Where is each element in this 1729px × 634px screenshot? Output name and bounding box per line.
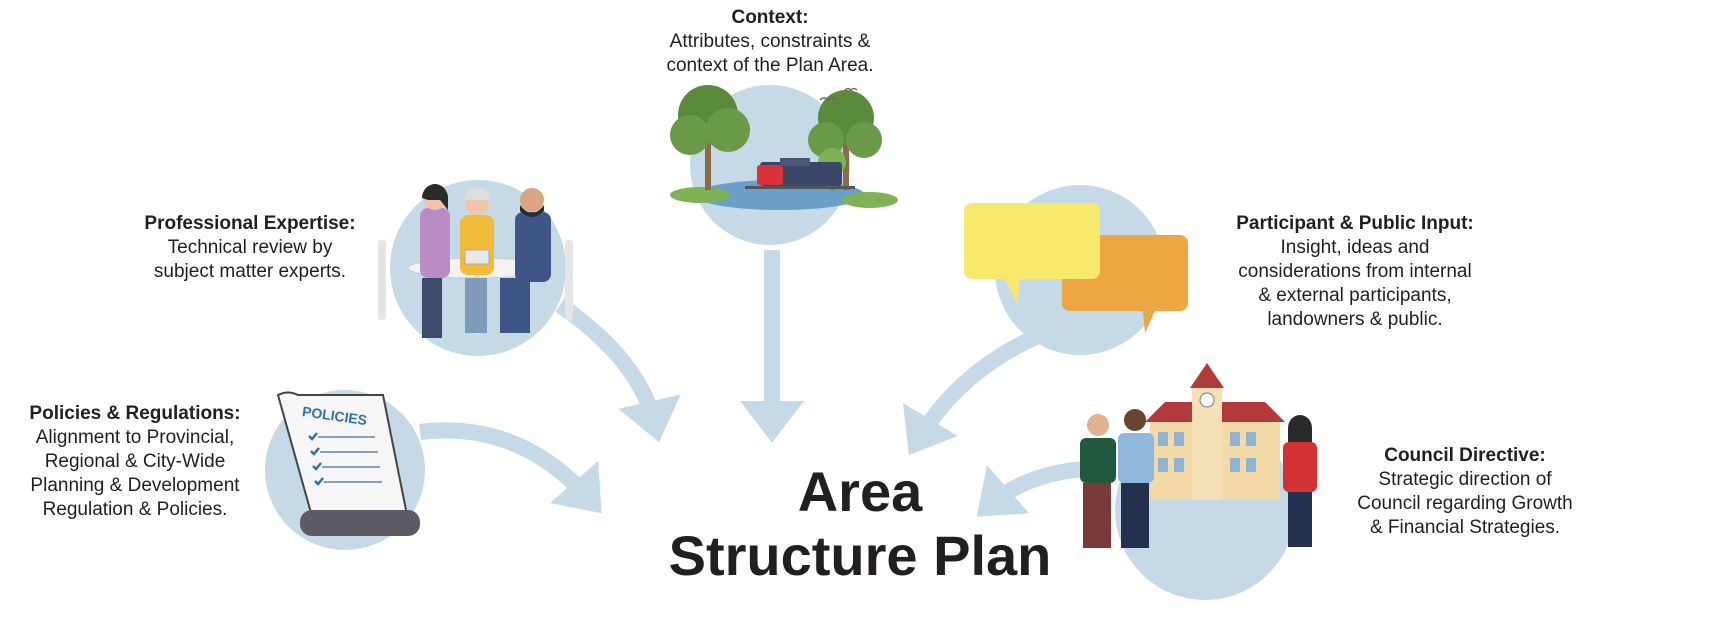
participant-line: & external participants, [1258,285,1452,306]
speech-bubbles-illustration [964,203,1188,333]
context-heading: Context: [731,7,809,28]
title-line-2: Structure Plan [668,524,1052,587]
council-people-illustration [1080,409,1317,548]
policies-label: Policies & Regulations: Alignment to Pro… [0,402,270,522]
arrow-policies [419,422,602,514]
participant-heading: Participant & Public Input: [1236,213,1474,234]
context-line: Attributes, constraints & [669,31,871,52]
expertise-line: subject matter experts. [153,261,347,282]
participant-label: Participant & Public Input: Insight, ide… [1205,212,1505,332]
arrow-expertise [555,298,681,443]
context-label: Context: Attributes, constraints & conte… [640,6,900,78]
meeting-illustration [378,184,573,338]
policies-line: Regulation & Policies. [42,499,228,520]
expertise-heading: Professional Expertise: [144,213,356,234]
city-hall-illustration [1145,363,1285,500]
policies-line: Regional & City-Wide [44,451,226,472]
policies-scroll-illustration: POLICIES [276,391,420,536]
council-label: Council Directive: Strategic direction o… [1340,444,1590,540]
expertise-line: Technical review by [167,237,333,258]
participant-line: landowners & public. [1267,309,1443,330]
participant-line: considerations from internal [1238,261,1472,282]
policies-heading: Policies & Regulations: [29,403,241,424]
council-line: Council regarding Growth [1357,493,1573,514]
policies-line: Planning & Development [30,475,240,496]
arrow-participant [902,327,1044,456]
council-heading: Council Directive: [1384,445,1546,466]
landscape-train-illustration [670,85,898,210]
main-title: Area Structure Plan [560,460,1160,588]
council-line: & Financial Strategies. [1369,517,1561,538]
policies-line: Alignment to Provincial, [35,427,235,448]
council-line: Strategic direction of [1378,469,1552,490]
expertise-label: Professional Expertise: Technical review… [120,212,380,284]
title-line-1: Area [797,460,923,523]
participant-line: Insight, ideas and [1280,237,1430,258]
context-line: context of the Plan Area. [666,55,874,76]
